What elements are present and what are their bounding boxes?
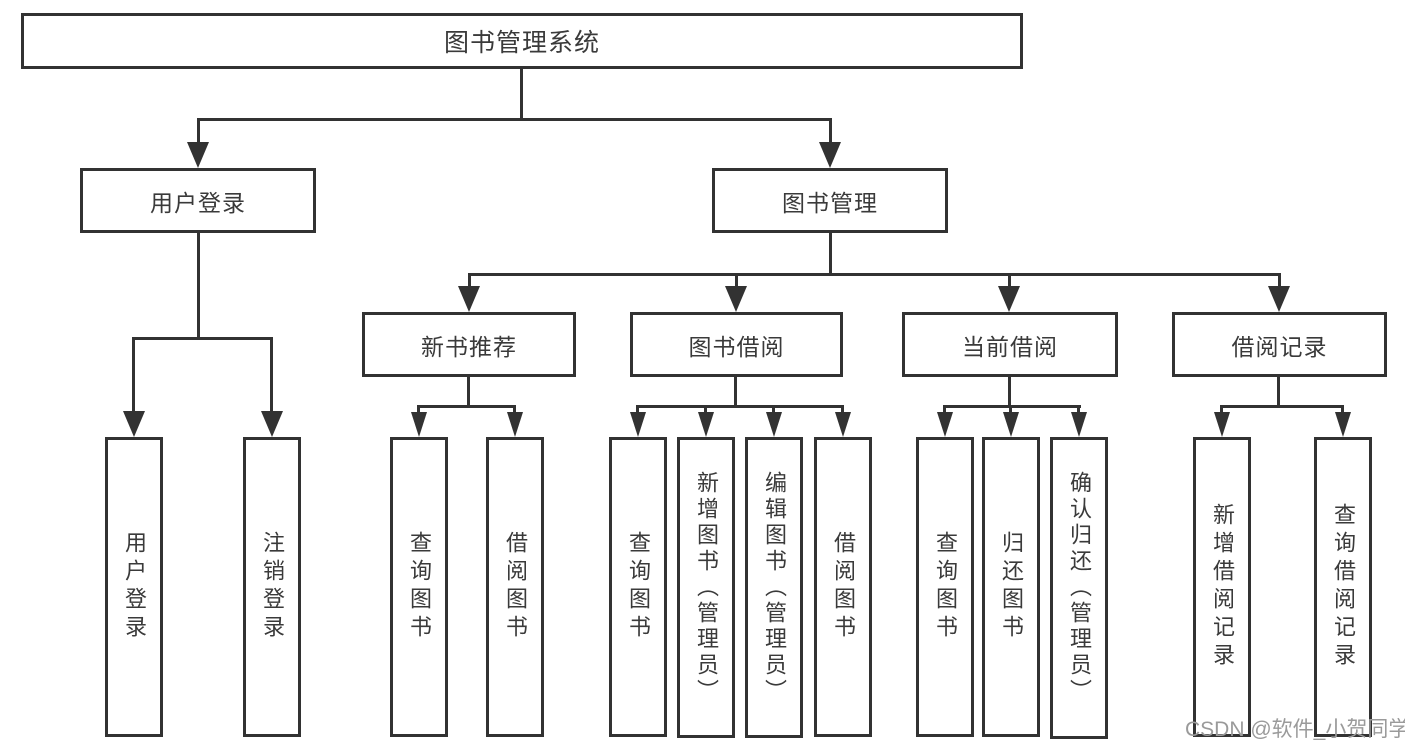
connector-line [1008, 273, 1011, 289]
node-label: 注销登录 [260, 531, 285, 643]
connector-line [197, 118, 200, 145]
arrow-down-icon [261, 411, 283, 437]
node-library-management-system: 图书管理系统 [21, 13, 1023, 69]
arrow-down-icon [766, 412, 782, 437]
connector-line [1341, 405, 1344, 414]
node-label: 图书管理 [782, 189, 878, 216]
node-label: 确认归还（管理员） [1067, 471, 1092, 705]
node-label: 图书管理系统 [443, 29, 600, 57]
connector-line [513, 405, 516, 414]
connector-line [132, 337, 135, 414]
node-label: 当前借阅 [962, 333, 1058, 360]
connector-line [468, 273, 471, 289]
connector-line [1220, 405, 1344, 408]
leaf-query-books-recommend: 查询图书 [390, 437, 448, 737]
connector-line [1277, 377, 1280, 405]
connector-line [270, 337, 273, 414]
arrow-down-icon [937, 412, 953, 437]
leaf-add-borrow-record: 新增借阅记录 [1193, 437, 1251, 737]
arrow-down-icon [630, 412, 646, 437]
connector-line [417, 405, 420, 414]
arrow-down-icon [458, 286, 480, 312]
connector-line [1278, 273, 1281, 289]
node-label: 图书借阅 [688, 333, 785, 360]
connector-line [636, 405, 639, 414]
arrow-down-icon [187, 142, 209, 168]
leaf-edit-books-admin: 编辑图书（管理员） [745, 437, 803, 738]
node-book-borrow: 图书借阅 [630, 312, 843, 377]
leaf-query-books-current: 查询图书 [916, 437, 974, 737]
node-label: 新增图书（管理员） [694, 470, 719, 705]
arrow-down-icon [411, 412, 427, 437]
node-label: 查询图书 [626, 531, 651, 643]
connector-line [735, 273, 738, 289]
node-label: 归还图书 [999, 531, 1024, 643]
leaf-query-borrow-record: 查询借阅记录 [1314, 437, 1372, 737]
connector-line [467, 377, 470, 405]
connector-line [829, 233, 832, 273]
node-label: 查询图书 [407, 531, 432, 643]
arrow-down-icon [1071, 412, 1087, 437]
leaf-logout: 注销登录 [243, 437, 301, 737]
connector-line [1077, 405, 1080, 414]
node-label: 借阅图书 [503, 531, 528, 643]
connector-line [197, 233, 200, 337]
node-label: 用户登录 [122, 531, 147, 643]
connector-line [829, 118, 832, 145]
leaf-borrow-books-recommend: 借阅图书 [486, 437, 544, 737]
node-book-management: 图书管理 [712, 168, 948, 233]
leaf-return-books: 归还图书 [982, 437, 1040, 737]
arrow-down-icon [835, 412, 851, 437]
arrow-down-icon [698, 412, 714, 437]
connector-line [734, 377, 737, 405]
connector-line [841, 405, 844, 414]
node-label: 借阅图书 [831, 531, 856, 643]
leaf-query-books-borrow: 查询图书 [609, 437, 667, 737]
node-label: 编辑图书（管理员） [762, 470, 787, 705]
node-label: 新书推荐 [421, 333, 517, 360]
connector-line [1008, 377, 1011, 405]
leaf-add-books-admin: 新增图书（管理员） [677, 437, 735, 738]
node-current-borrow: 当前借阅 [902, 312, 1118, 377]
node-label: 借阅记录 [1231, 333, 1328, 360]
arrow-down-icon [819, 142, 841, 168]
connector-line [1009, 405, 1012, 414]
arrow-down-icon [1268, 286, 1290, 312]
node-label: 用户登录 [150, 189, 246, 216]
node-label: 查询图书 [933, 531, 958, 643]
connector-line [1220, 405, 1223, 414]
leaf-confirm-return-admin: 确认归还（管理员） [1050, 437, 1108, 739]
arrow-down-icon [507, 412, 523, 437]
arrow-down-icon [998, 286, 1020, 312]
connector-line [943, 405, 946, 414]
node-label: 查询借阅记录 [1331, 503, 1356, 671]
node-user-login: 用户登录 [80, 168, 316, 233]
leaf-user-login: 用户登录 [105, 437, 163, 737]
connector-line [417, 405, 516, 408]
connector-line [943, 405, 1081, 408]
csdn-watermark: CSDN @软件_小贺同学 [1185, 718, 1405, 741]
connector-line [704, 405, 707, 414]
connector-line [197, 118, 832, 121]
node-label: 新增借阅记录 [1210, 503, 1235, 671]
connector-line [468, 273, 1280, 276]
node-new-book-recommend: 新书推荐 [362, 312, 576, 377]
connector-line [772, 405, 775, 414]
connector-line [520, 69, 523, 118]
arrow-down-icon [1003, 412, 1019, 437]
arrow-down-icon [725, 286, 747, 312]
arrow-down-icon [1335, 412, 1351, 437]
connector-line [636, 405, 844, 408]
leaf-borrow-books: 借阅图书 [814, 437, 872, 737]
arrow-down-icon [123, 411, 145, 437]
arrow-down-icon [1214, 412, 1230, 437]
connector-line [132, 337, 273, 340]
node-borrow-records: 借阅记录 [1172, 312, 1387, 377]
